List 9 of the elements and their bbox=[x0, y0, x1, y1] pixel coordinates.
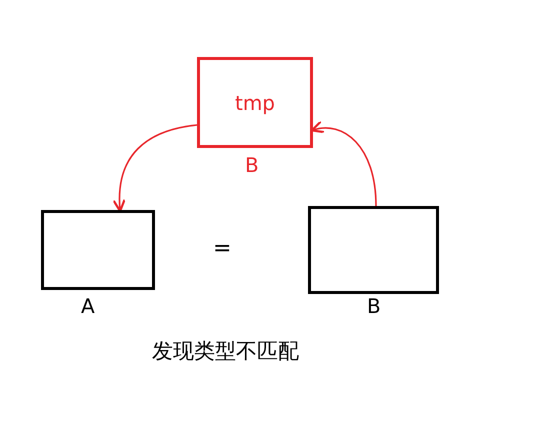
box-caption: A bbox=[81, 294, 95, 318]
box-caption: B bbox=[367, 294, 381, 318]
caption-text: 发现类型不匹配 bbox=[152, 338, 299, 365]
text-box: tmp bbox=[197, 57, 313, 148]
equals-sign: = bbox=[213, 236, 232, 261]
curved-arrow bbox=[112, 124, 198, 212]
empty-box bbox=[308, 206, 439, 294]
box-caption: B bbox=[245, 153, 259, 177]
empty-box bbox=[41, 210, 155, 290]
